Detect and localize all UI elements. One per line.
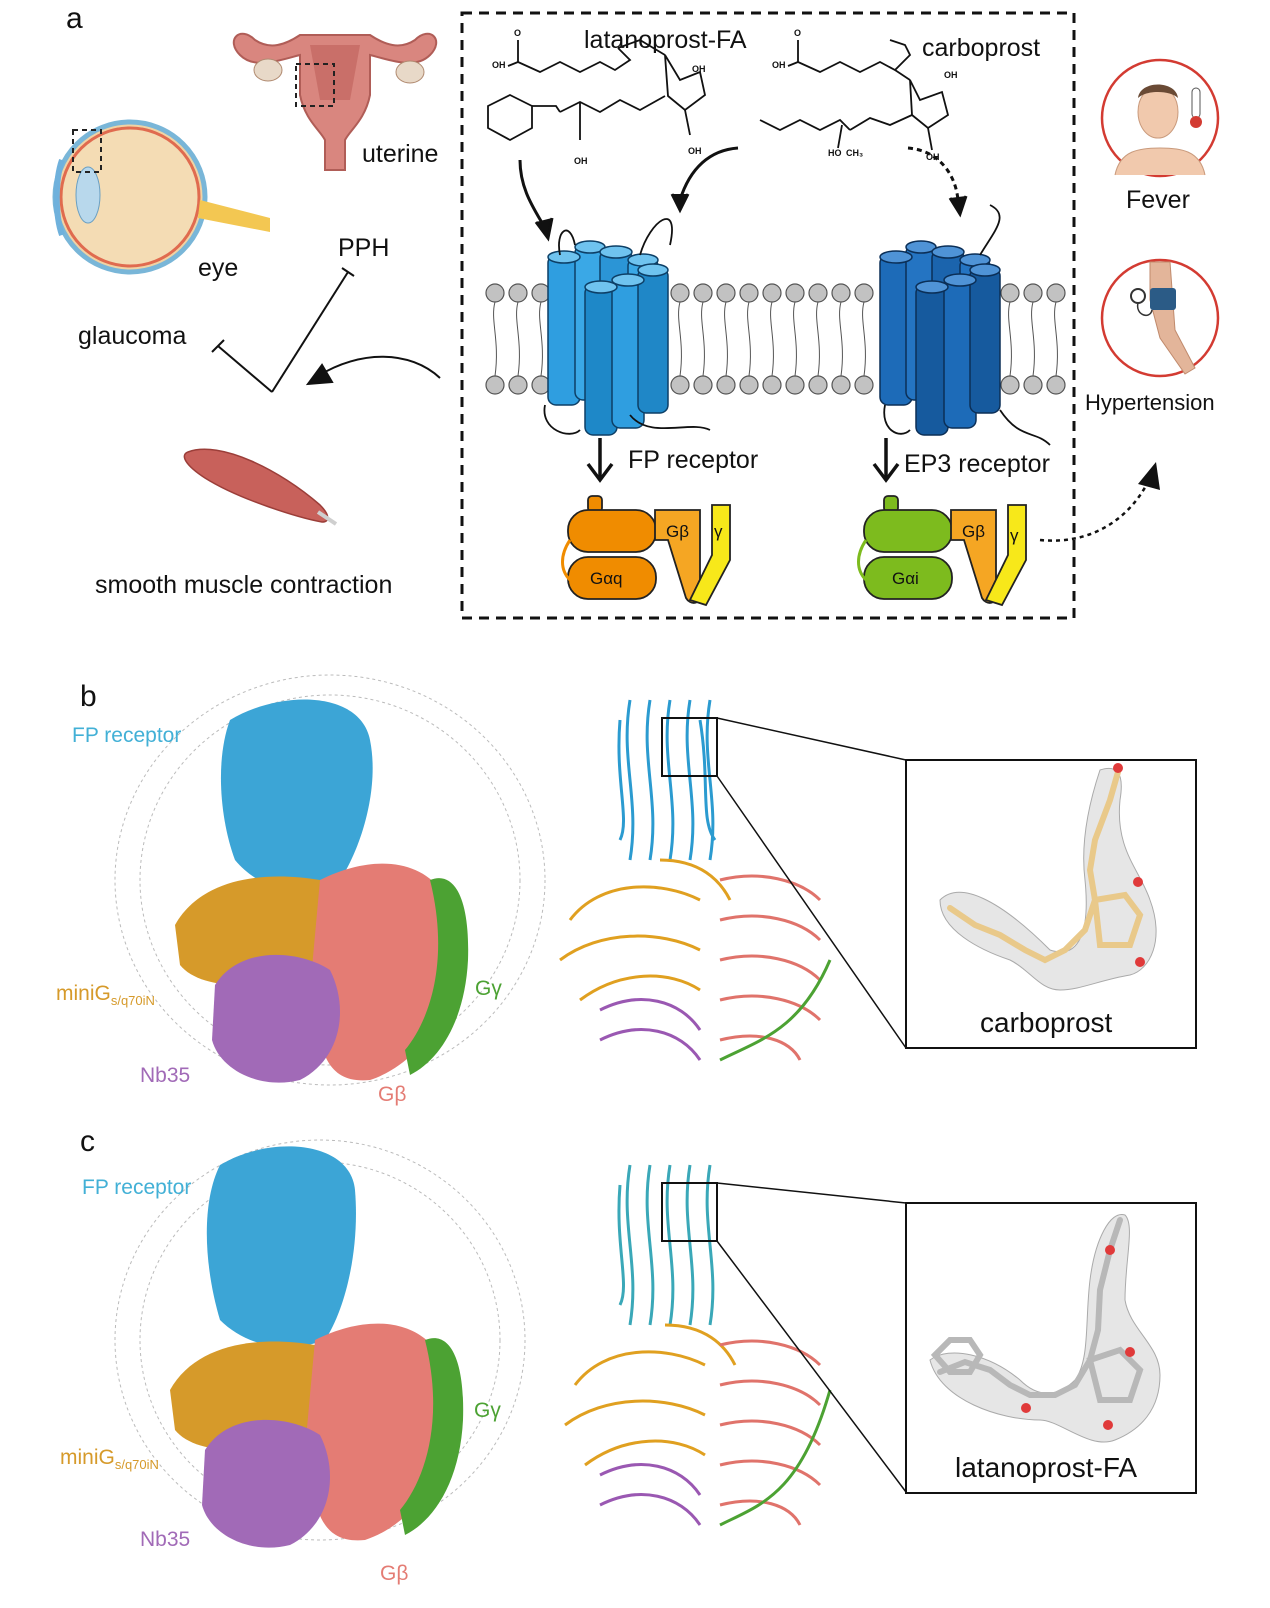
chem-oh-7: OH (772, 60, 786, 70)
signal-arrows (586, 438, 900, 483)
chem-oh-6: OH (926, 152, 940, 162)
chem-ho-1: HO (828, 148, 842, 158)
fp-receptor-cylinders (547, 240, 669, 436)
eye-label: eye (198, 254, 239, 282)
ribbon-fp-b (617, 699, 717, 861)
zoom-source-b (661, 717, 718, 777)
nb35-density-b (212, 954, 340, 1083)
ribbon-gbeta-c (719, 1339, 822, 1526)
ribbon-gbeta-b (719, 874, 822, 1061)
minig-label-b: miniGs/q70iN (56, 982, 155, 1008)
gb-label-gq: Gβ (666, 522, 690, 541)
fever-illustration (1100, 58, 1220, 178)
ligand-label-c: latanoprost-FA (955, 1452, 1138, 1483)
muscle-contraction-label: smooth muscle contraction (95, 571, 393, 599)
chem-oh-3: OH (574, 156, 588, 166)
panel-b-letter: b (80, 680, 97, 713)
ribbon-minig-b (559, 858, 732, 1002)
uterine-label: uterine (362, 140, 439, 168)
latanoprost-label: latanoprost-FA (584, 26, 747, 54)
minig-subscript-b: s/q70iN (110, 993, 155, 1009)
map-outline-b (114, 674, 546, 1086)
muscle-illustration (183, 448, 338, 526)
ligand-label-b: carboprost (980, 1007, 1113, 1038)
ep3-receptor-label: EP3 receptor (904, 450, 1050, 478)
chem-ch3-1: CH₃ (846, 148, 864, 158)
side-effect-arrow (1039, 477, 1152, 542)
gg-label-gq: γ (714, 522, 723, 541)
ribbon-minig-c (564, 1323, 737, 1467)
glaucoma-label: glaucoma (78, 322, 187, 350)
ep3-receptor-cylinders (879, 240, 1001, 436)
eye-illustration (52, 119, 270, 275)
gbeta-label-c: Gβ (380, 1562, 409, 1585)
gi-heterotrimer (857, 495, 1027, 607)
chem-oh-5: OH (944, 70, 958, 80)
chem-oh-1: OH (692, 64, 706, 74)
fp-density-b (220, 699, 373, 891)
zoom-source-c (661, 1182, 718, 1242)
ribbon-fp-c (617, 1164, 715, 1326)
ribbon-ggamma-b (719, 959, 832, 1062)
carboprost-label: carboprost (922, 34, 1041, 62)
ligand-arrows (518, 146, 968, 242)
membrane-tails (493, 301, 1058, 377)
panel-c-letter: c (80, 1125, 95, 1158)
gq-heterotrimer (561, 495, 731, 607)
ggamma-density-b (405, 878, 469, 1075)
fp-receptor-label-c: FP receptor (82, 1176, 192, 1199)
chem-o-2: O (794, 28, 802, 38)
ggamma-label-b: Gγ (475, 977, 502, 1000)
minig-text-b: miniG (56, 982, 111, 1005)
minig-label-c: miniGs/q70iN (60, 1446, 159, 1472)
minig-subscript-c: s/q70iN (114, 1457, 159, 1473)
gg-label-gi: γ (1010, 526, 1019, 545)
gbeta-density-b (310, 863, 457, 1081)
nb35-label-c: Nb35 (140, 1528, 191, 1551)
chem-oh-4: OH (492, 60, 506, 70)
hypertension-label: Hypertension (1085, 390, 1215, 415)
latanoprost-structure (487, 39, 707, 142)
ggamma-density-c (400, 1338, 464, 1535)
mechanism-box (460, 11, 1076, 620)
ligand-inset-c (905, 1202, 1197, 1494)
hypertension-illustration (1100, 258, 1220, 378)
panel-a-letter: a (66, 2, 83, 35)
inhibition-lines (211, 267, 441, 393)
gbeta-label-b: Gβ (378, 1083, 407, 1106)
ggamma-label-c: Gγ (474, 1399, 501, 1422)
gbeta-density-c (305, 1323, 452, 1541)
minig-text-c: miniG (60, 1446, 115, 1469)
fp-receptor-label-b: FP receptor (72, 724, 182, 747)
gb-label-gi: Gβ (962, 522, 986, 541)
carboprost-structure (759, 39, 950, 151)
gaq-label: Gαq (590, 569, 623, 588)
map-outline-c (114, 1139, 526, 1541)
ribbon-nb35-b (599, 998, 702, 1061)
gai-label: Gαi (892, 569, 919, 588)
pph-label: PPH (338, 234, 390, 262)
chem-o-1: O (514, 28, 522, 38)
nb35-density-c (202, 1419, 330, 1548)
fever-label: Fever (1126, 186, 1190, 214)
ribbon-nb35-c (599, 1463, 702, 1526)
ribbon-ggamma-c (719, 1389, 832, 1527)
chem-oh-2: OH (688, 146, 702, 156)
fp-density-c (206, 1146, 356, 1348)
fp-receptor-label: FP receptor (628, 446, 759, 474)
uterus-illustration (232, 32, 438, 171)
nb35-label-b: Nb35 (140, 1064, 191, 1087)
